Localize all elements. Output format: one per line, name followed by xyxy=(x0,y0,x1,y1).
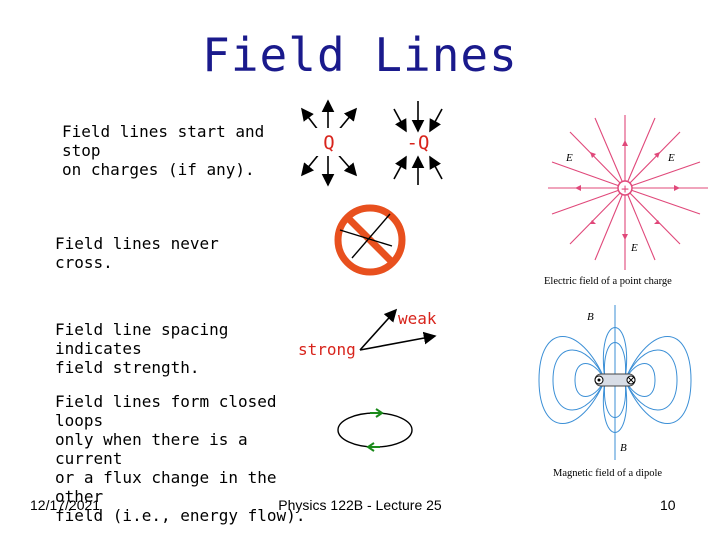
strength-diagram: weak strong xyxy=(298,308,437,359)
strong-label: strong xyxy=(298,340,356,359)
dipole-figure: B B Magnetic field of a dipole xyxy=(538,305,692,479)
positive-charge-bg xyxy=(314,128,344,156)
point-charge-figure: + E E E Electric field of a point charge xyxy=(544,115,708,287)
point-charge xyxy=(617,180,633,196)
loop-ellipse xyxy=(337,412,413,448)
negative-charge-label: -Q xyxy=(407,132,430,154)
strong-vector xyxy=(359,308,398,351)
loop-arrow-top xyxy=(370,408,384,418)
e-vector-label-right: E xyxy=(667,152,675,164)
no-crossing-sign xyxy=(334,204,406,276)
b-vector-label-bottom: B xyxy=(620,442,627,454)
electric-field-lines xyxy=(548,115,708,270)
point-charge-sign: + xyxy=(621,182,629,197)
dipole-caption: Magnetic field of a dipole xyxy=(553,468,662,479)
footer-date: 12/17/2021 xyxy=(30,497,101,513)
bullet-closed-loops: Field lines form closed loops only when … xyxy=(55,392,306,525)
bullet-start-stop: Field lines start and stop on charges (i… xyxy=(62,122,265,179)
b-vector-label-top: B xyxy=(587,311,594,323)
negative-charge-arrows xyxy=(393,101,443,185)
electric-field-arrowheads xyxy=(575,140,680,240)
e-vector-label-left: E xyxy=(565,152,573,164)
crossing-line-2 xyxy=(351,213,391,259)
crossing-line-1 xyxy=(339,229,393,247)
no-sign-bar xyxy=(344,214,396,266)
closed-loop xyxy=(337,408,413,452)
loop-arrow-bottom xyxy=(366,442,380,452)
footer-page-number: 10 xyxy=(660,497,676,513)
weak-label: weak xyxy=(398,309,437,328)
bullet-never-cross: Field lines never cross. xyxy=(55,234,219,272)
slide-title: Field Lines xyxy=(202,28,518,82)
positive-charge-label: Q xyxy=(323,132,334,154)
point-charge-caption: Electric field of a point charge xyxy=(544,276,672,287)
footer-course: Physics 122B - Lecture 25 xyxy=(278,497,442,513)
weak-vector xyxy=(359,331,437,351)
e-vector-label-bottom: E xyxy=(630,242,638,254)
no-sign-circle xyxy=(334,204,406,276)
charges-diagram: Q -Q xyxy=(300,99,443,187)
bullet-spacing: Field line spacing indicates field stren… xyxy=(55,320,229,377)
